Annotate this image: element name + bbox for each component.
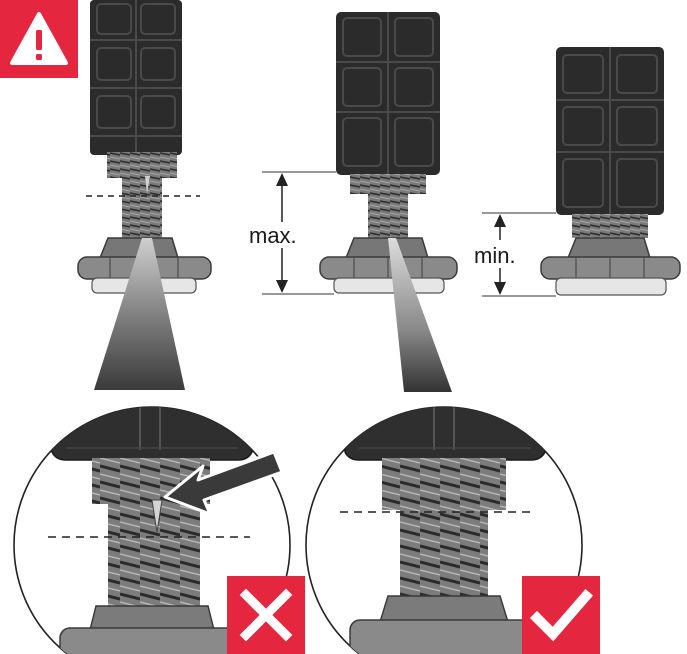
- foot-grip-pattern: [336, 12, 440, 175]
- foot-cap: [51, 407, 253, 461]
- max-label: max.: [249, 223, 297, 248]
- check-icon: [529, 588, 594, 642]
- upper-thread: [572, 214, 648, 238]
- zoom-cone-right: [388, 238, 452, 392]
- foot-middle-max: max.: [249, 12, 458, 295]
- warning-badge: [0, 0, 78, 78]
- screw-groove: [151, 499, 163, 533]
- zoom-cone-left: [94, 238, 185, 390]
- correct-badge: [522, 576, 600, 654]
- cross-icon: [239, 588, 293, 642]
- foot-grip-pattern: [90, 0, 182, 155]
- arrow-up-icon: [276, 173, 288, 186]
- arrow-down-icon: [494, 282, 506, 295]
- screw-thread: [368, 192, 408, 238]
- arrow-up-icon: [494, 214, 506, 227]
- pointer-arrow-icon: [163, 450, 284, 516]
- screw-thread: [400, 510, 488, 598]
- nut-thread: [382, 458, 506, 510]
- base-plate: [59, 627, 251, 654]
- screw-thread: [122, 176, 162, 238]
- base-plate: [349, 619, 547, 654]
- max-dimension: max.: [249, 171, 336, 295]
- wrong-badge: [227, 576, 305, 654]
- upper-thread: [350, 174, 426, 194]
- base-cap: [344, 237, 430, 259]
- foot-grip-pattern: [556, 47, 664, 215]
- rubber-pad: [333, 277, 445, 294]
- base-cap: [566, 237, 652, 259]
- foot-right-min: min.: [474, 47, 681, 297]
- rubber-pad: [555, 277, 667, 296]
- min-label: min.: [474, 243, 516, 268]
- min-dimension: min.: [474, 212, 556, 297]
- upper-thread: [107, 152, 177, 178]
- screw-groove: [145, 176, 150, 194]
- screw-thread: [108, 500, 200, 610]
- arrow-down-icon: [276, 280, 288, 293]
